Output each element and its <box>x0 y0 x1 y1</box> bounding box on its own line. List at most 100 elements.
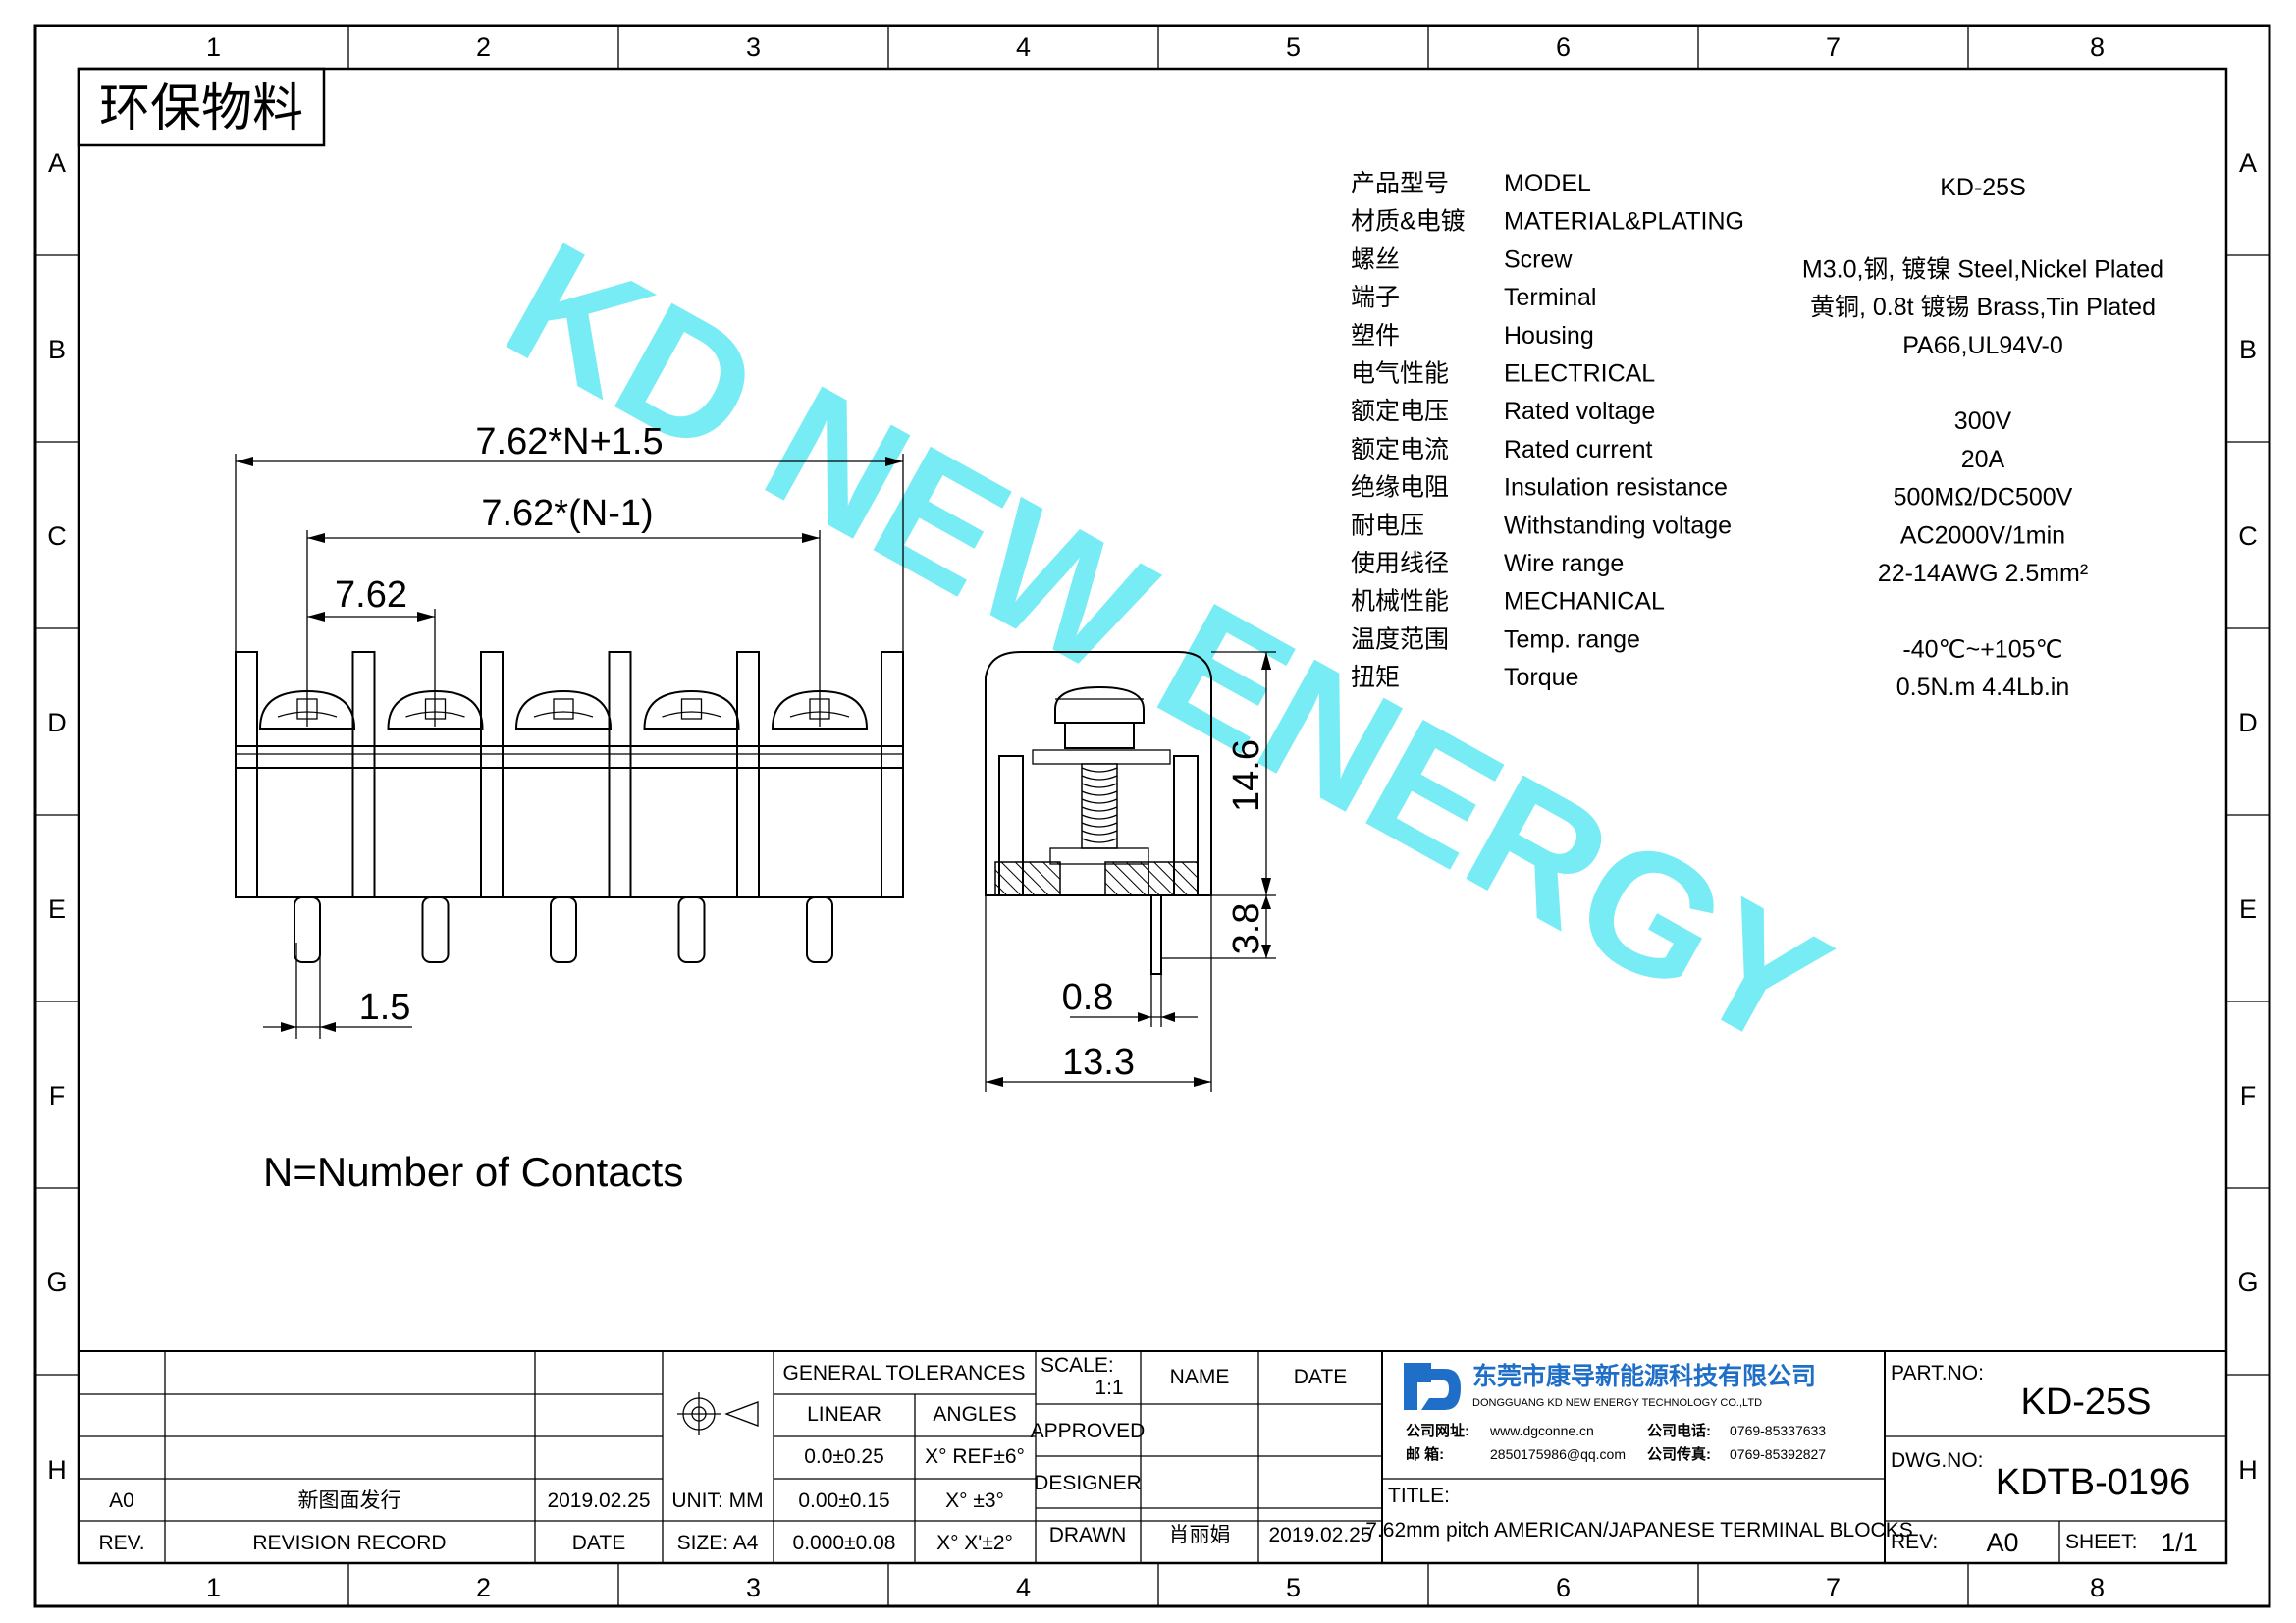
grid-row-label: H <box>2238 1455 2258 1485</box>
grid-col-label: 6 <box>1556 32 1571 62</box>
spec-value: -40℃~+105℃ <box>1902 635 2062 663</box>
approved-label: APPROVED <box>1031 1420 1146 1442</box>
spec-label-en: Torque <box>1504 664 1578 691</box>
dim-overall: 7.62*N+1.5 <box>475 421 663 462</box>
company-mail-label: 邮 箱: <box>1406 1445 1444 1463</box>
spec-label-en: Rated voltage <box>1504 398 1655 425</box>
company-logo-icon <box>1404 1363 1461 1410</box>
linear-tol-1: 0.0±0.25 <box>804 1445 884 1468</box>
grid-col-label: 2 <box>476 32 491 62</box>
grid-col-label: 1 <box>206 32 221 62</box>
outer-border <box>33 24 2271 1608</box>
grid-row-label: B <box>48 335 66 364</box>
spec-value: M3.0,钢, 镀镍 Steel,Nickel Plated <box>1802 255 2163 283</box>
unit: UNIT: MM <box>671 1489 763 1512</box>
spec-label-cn: 耐电压 <box>1351 512 1424 539</box>
sheet-label: SHEET: <box>2065 1531 2138 1553</box>
rev-date-value: 2019.02.25 <box>547 1489 650 1512</box>
spec-label-cn: 产品型号 <box>1351 170 1449 197</box>
spec-label-cn: 端子 <box>1351 284 1400 311</box>
dim-depth: 13.3 <box>1062 1042 1135 1083</box>
grid-row-label: D <box>47 708 67 737</box>
spec-label-en: Rated current <box>1504 436 1653 463</box>
grid-row-label: A <box>48 148 66 178</box>
dim-pin-length: 3.8 <box>1226 903 1267 955</box>
eco-tag-text: 环保物料 <box>99 81 303 137</box>
spec-label-en: Temp. range <box>1504 625 1640 653</box>
spec-label-en: Screw <box>1504 245 1573 273</box>
drawn-date: 2019.02.25 <box>1268 1524 1371 1546</box>
spec-label-cn: 绝缘电阻 <box>1351 474 1449 502</box>
grid-col-label: 4 <box>1016 32 1031 62</box>
grid-row-label: E <box>2239 894 2257 924</box>
rev-header: REV. <box>98 1532 144 1554</box>
rev-label: REV: <box>1891 1531 1938 1553</box>
grid-col-label: 1 <box>206 1573 221 1602</box>
grid-col-label: 8 <box>2090 1573 2105 1602</box>
name-header: NAME <box>1170 1366 1230 1388</box>
spec-value: AC2000V/1min <box>1900 521 2065 549</box>
rev-record-value: 新图面发行 <box>298 1489 401 1512</box>
spec-label-cn: 螺丝 <box>1351 245 1400 273</box>
spec-value: 黄铜, 0.8t 镀锡 Brass,Tin Plated <box>1810 294 2156 321</box>
spec-label-en: MODEL <box>1504 170 1591 197</box>
rev-date-header: DATE <box>572 1532 625 1554</box>
dim-span: 7.62*(N-1) <box>481 493 653 534</box>
designer-label: DESIGNER <box>1034 1472 1142 1494</box>
scale-value: 1:1 <box>1095 1377 1123 1399</box>
grid-row-label: E <box>48 894 66 924</box>
rev-record-header: REVISION RECORD <box>252 1532 446 1554</box>
rev-value: A0 <box>109 1489 134 1512</box>
title-block: A0 新图面发行 2019.02.25 REV. REVISION RECORD… <box>79 1350 2226 1563</box>
grid-row-label: B <box>2239 335 2257 364</box>
inner-border <box>77 67 2228 1565</box>
grid-col-label: 2 <box>476 1573 491 1602</box>
dwg-no: KDTB-0196 <box>1996 1462 2191 1503</box>
contacts-note: N=Number of Contacts <box>263 1149 683 1195</box>
spec-label-cn: 塑件 <box>1351 322 1400 350</box>
grid-row-label: C <box>47 521 67 551</box>
spec-label-en: MATERIAL&PLATING <box>1504 208 1744 236</box>
spec-value: KD-25S <box>1940 174 2026 201</box>
drawing-title: 7.62mm pitch AMERICAN/JAPANESE TERMINAL … <box>1365 1519 1912 1542</box>
grid-col-label: 7 <box>1826 32 1841 62</box>
grid-col-label: 5 <box>1286 1573 1301 1602</box>
side-view: 14.6 3.8 0.8 13.3 <box>985 651 1276 1092</box>
grid-row-label: A <box>2239 148 2257 178</box>
spec-value: 20A <box>1961 446 2005 473</box>
part-no-label: PART.NO: <box>1891 1362 1984 1384</box>
projection-symbol-icon <box>677 1392 759 1435</box>
rev-no: A0 <box>1986 1528 2018 1557</box>
dim-height: 14.6 <box>1226 739 1267 812</box>
company-name-en: DONGGUANG KD NEW ENERGY TECHNOLOGY CO.,L… <box>1472 1397 1762 1409</box>
grid-row-label: H <box>47 1455 67 1485</box>
angle-tol-1: X° REF±6° <box>925 1445 1025 1468</box>
eco-tag: 环保物料 <box>77 67 326 147</box>
grid-col-label: 4 <box>1016 1573 1031 1602</box>
spec-value: 0.5N.m 4.4Lb.in <box>1896 674 2070 701</box>
grid-col-label: 5 <box>1286 32 1301 62</box>
dim-pitch: 7.62 <box>335 574 407 616</box>
linear-header: LINEAR <box>807 1403 881 1426</box>
company-fax-label: 公司传真: <box>1647 1445 1711 1463</box>
spec-value: 500MΩ/DC500V <box>1894 484 2073 512</box>
company-fax: 0769-85392827 <box>1730 1446 1826 1462</box>
spec-label-cn: 机械性能 <box>1351 588 1449 616</box>
drawn-name: 肖丽娟 <box>1169 1524 1231 1546</box>
spec-label-cn: 扭矩 <box>1351 664 1400 691</box>
grid-row-label: G <box>46 1268 67 1297</box>
company-phone: 0769-85337633 <box>1730 1423 1826 1438</box>
company-mail: 2850175986@qq.com <box>1490 1446 1626 1462</box>
spec-label-cn: 使用线径 <box>1351 550 1449 577</box>
spec-label-en: Insulation resistance <box>1504 474 1728 502</box>
front-view: 7.62*N+1.5 7.62*(N-1) 7.62 1.5 <box>235 421 904 1039</box>
angles-header: ANGLES <box>933 1403 1016 1426</box>
grid-col-label: 6 <box>1556 1573 1571 1602</box>
grid-row-label: F <box>49 1081 66 1110</box>
dwg-no-label: DWG.NO: <box>1891 1449 1984 1472</box>
grid-row-label: F <box>2240 1081 2257 1110</box>
spec-value: PA66,UL94V-0 <box>1902 332 2063 359</box>
